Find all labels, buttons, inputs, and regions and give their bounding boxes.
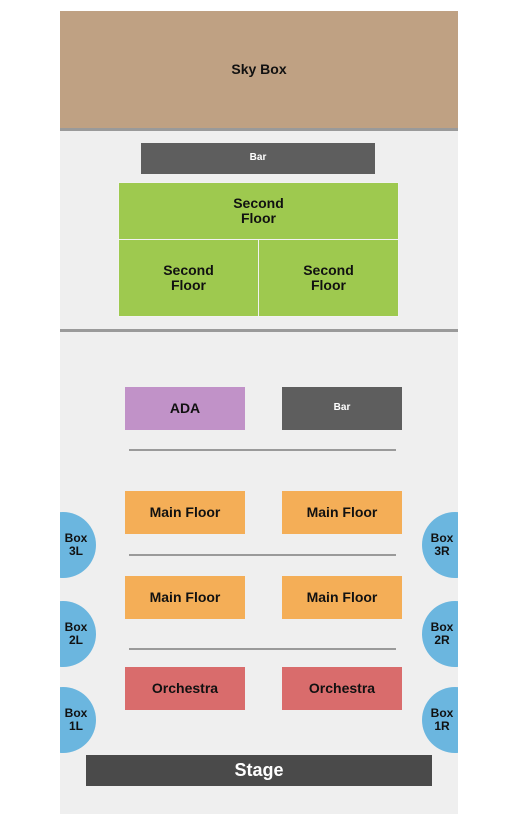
section-ada[interactable]: ADA bbox=[125, 387, 245, 430]
box-2l-label: Box 2L bbox=[64, 620, 88, 647]
section-orchestra-left[interactable]: Orchestra bbox=[125, 667, 245, 710]
box-1l[interactable]: Box 1L bbox=[60, 687, 96, 753]
box-3l[interactable]: Box 3L bbox=[60, 512, 96, 578]
section-bar-main[interactable]: Bar bbox=[282, 387, 402, 430]
box-3l-label: Box 3L bbox=[64, 531, 88, 558]
box-2r[interactable]: Box 2R bbox=[422, 601, 458, 667]
box-1l-label: Box 1L bbox=[64, 706, 88, 733]
row-divider bbox=[129, 449, 396, 451]
section-second-floor-right[interactable]: Second Floor bbox=[258, 239, 399, 317]
section-main-floor-rear-left[interactable]: Main Floor bbox=[125, 576, 245, 619]
section-main-floor-front-right[interactable]: Main Floor bbox=[282, 491, 402, 534]
divider-line bbox=[60, 329, 458, 332]
box-3r-label: Box 3R bbox=[430, 531, 454, 558]
box-1r[interactable]: Box 1R bbox=[422, 687, 458, 753]
section-bar-upper[interactable]: Bar bbox=[141, 143, 375, 174]
row-divider bbox=[129, 554, 396, 556]
box-3r[interactable]: Box 3R bbox=[422, 512, 458, 578]
section-second-floor-center[interactable]: Second Floor bbox=[118, 182, 399, 240]
section-sky-box[interactable]: Sky Box bbox=[60, 11, 458, 128]
section-main-floor-rear-right[interactable]: Main Floor bbox=[282, 576, 402, 619]
row-divider bbox=[129, 648, 396, 650]
section-second-floor-left[interactable]: Second Floor bbox=[118, 239, 259, 317]
venue-map: Sky Box Bar Second Floor Second Floor Se… bbox=[60, 11, 458, 814]
divider-line bbox=[60, 128, 458, 131]
box-2r-label: Box 2R bbox=[430, 620, 454, 647]
box-1r-label: Box 1R bbox=[430, 706, 454, 733]
stage: Stage bbox=[86, 755, 432, 786]
section-orchestra-right[interactable]: Orchestra bbox=[282, 667, 402, 710]
section-main-floor-front-left[interactable]: Main Floor bbox=[125, 491, 245, 534]
box-2l[interactable]: Box 2L bbox=[60, 601, 96, 667]
